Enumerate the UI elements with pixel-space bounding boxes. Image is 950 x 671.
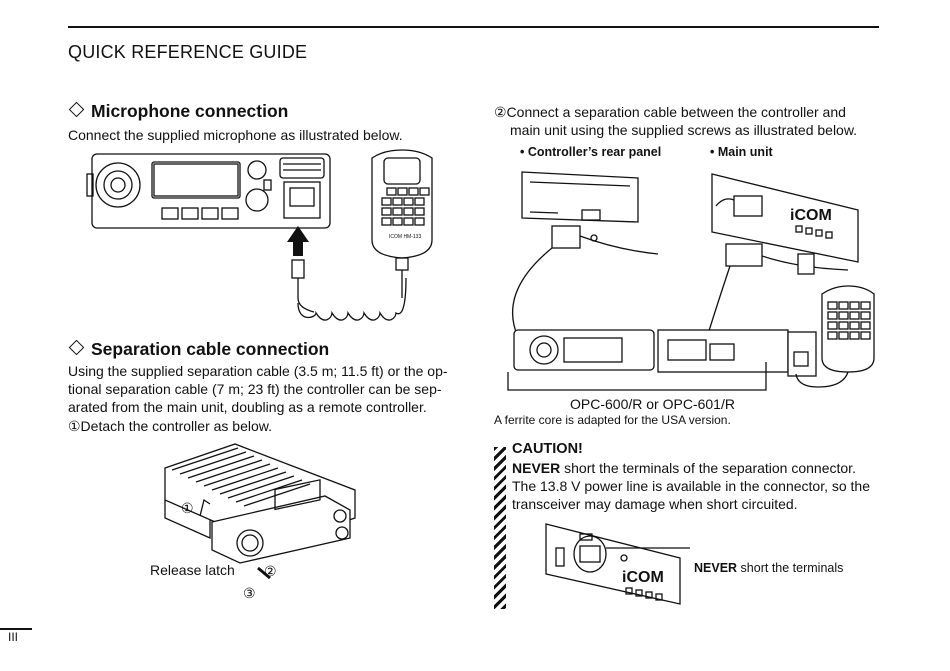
mic-instruction: Connect the supplied microphone as illus…: [68, 127, 403, 143]
microphone: ICOM HM-133: [371, 149, 433, 298]
controller-panel: [211, 479, 351, 564]
step2-text: ②Connect a separation cable between the …: [494, 103, 884, 139]
connected-assembly: [507, 329, 817, 391]
step2-line: ②Connect a separation cable between the …: [494, 104, 846, 120]
insert-arrow: [287, 226, 309, 256]
caution-stripe: [494, 447, 506, 609]
brand-label: iCOM: [790, 207, 832, 224]
terminal-callout: NEVER short the terminals: [694, 561, 843, 575]
cable-model-label: OPC-600/R or OPC-601/R: [570, 396, 735, 412]
release-arrow-1: [199, 498, 211, 517]
caution-line-3: transceiver may damage when short circui…: [512, 496, 798, 512]
header-rule: [68, 26, 879, 28]
release-arrow-3: [257, 566, 271, 580]
coiled-cord: [297, 277, 407, 321]
diamond-icon: [68, 101, 85, 118]
step2-line: main unit using the supplied screws as i…: [510, 122, 858, 138]
main-unit-rear: iCOM: [711, 173, 859, 275]
marker-1: ①: [181, 500, 194, 516]
mic-plug: [291, 259, 305, 279]
page-number: III: [8, 630, 19, 644]
sep-line: tional separation cable (7 m; 23 ft) the…: [68, 381, 442, 397]
caution-line-2: The 13.8 V power line is available in th…: [512, 478, 870, 494]
arrow-to-main: [707, 265, 731, 335]
page-title: QUICK REFERENCE GUIDE: [68, 42, 308, 62]
caution-line-1: NEVER short the terminals of the separat…: [512, 459, 887, 477]
detach-illustration: [164, 443, 356, 580]
sep-heading: Separation cable connection: [68, 339, 329, 360]
terminal-illustration: iCOM: [545, 523, 690, 605]
arrow-to-controller: [511, 247, 553, 338]
controller-rear-panel: [521, 171, 659, 255]
mic-connection-illustration: ICOM HM-133: [86, 149, 433, 321]
ferrite-note: A ferrite core is adapted for the USA ve…: [494, 413, 731, 427]
caution-title: CAUTION!: [512, 441, 583, 457]
microphone-right: [795, 285, 875, 388]
callout-rest: short the terminals: [737, 561, 844, 575]
label-controller-rear: • Controller’s rear panel: [520, 145, 662, 159]
transceiver-front-panel: [86, 153, 331, 229]
sep-line: arated from the main unit, doubling as a…: [68, 399, 427, 415]
sep-description: Using the supplied separation cable (3.5…: [68, 362, 468, 416]
caution-never: NEVER: [512, 460, 561, 476]
mic-brand-label: ICOM HM-133: [389, 234, 421, 240]
label-main-unit: • Main unit: [710, 145, 773, 159]
mic-heading-text: Microphone connection: [91, 101, 289, 121]
marker-2: ②: [264, 563, 277, 579]
marker-3: ③: [243, 585, 256, 601]
release-latch-label: Release latch: [150, 562, 235, 578]
brand-label-small: iCOM: [622, 569, 664, 586]
separation-cable-illustration: iCOM: [507, 171, 875, 391]
mic-heading: Microphone connection: [68, 101, 288, 122]
callout-never: NEVER: [694, 561, 738, 575]
step1-text: ①Detach the controller as below.: [68, 418, 272, 434]
diamond-icon: [68, 339, 85, 356]
sep-line: Using the supplied separation cable (3.5…: [68, 363, 448, 379]
caution-line-1-rest: short the terminals of the separation co…: [560, 460, 856, 476]
sep-heading-text: Separation cable connection: [91, 339, 330, 359]
caution-text: NEVER short the terminals of the separat…: [512, 459, 887, 513]
footer-rule: [0, 628, 32, 630]
